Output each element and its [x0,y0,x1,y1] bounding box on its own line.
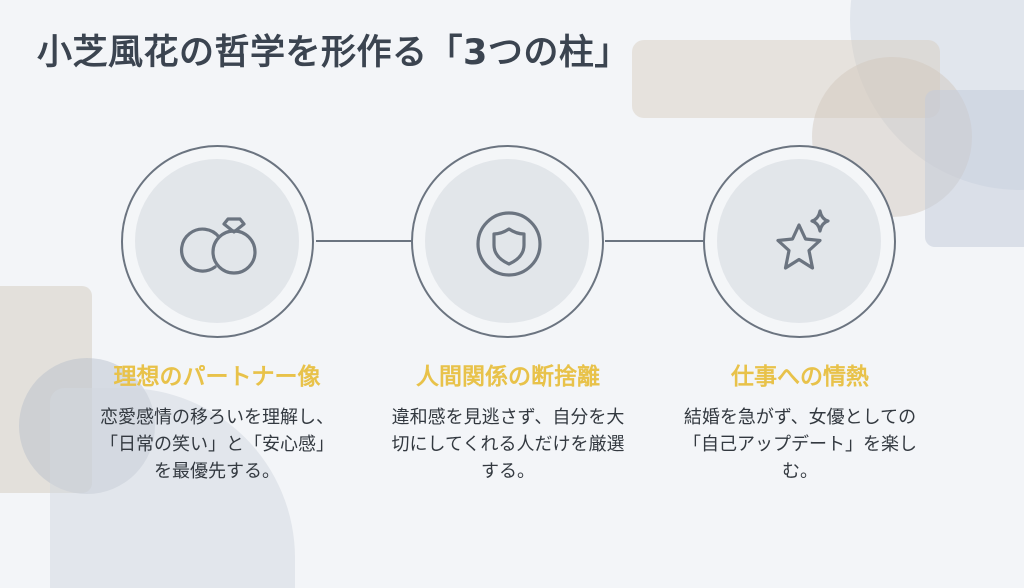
page-title: 小芝風花の哲学を形作る「3つの柱」 [37,33,630,73]
pillar-3-desc-line: 「自己アップデート」を楽し [683,434,917,455]
decorative-rect-beige [632,40,940,118]
pillar-2-text: 人間関係の断捨離 違和感を見逃さず、自分を大 切にしてくれる人だけを厳選 する。 [368,362,648,485]
pillar-2-desc-line: 切にしてくれる人だけを厳選 [391,434,625,455]
shield-icon [476,211,542,277]
pillar-2-description: 違和感を見逃さず、自分を大 切にしてくれる人だけを厳選 する。 [368,404,648,485]
pillar-3-heading: 仕事への情熱 [731,364,869,390]
star-sparkle-icon [776,209,830,270]
pillar-1-desc-line: 「日常の笑い」と「安心感」 [100,434,334,455]
wedding-rings-icon [179,217,257,275]
decorative-rect-blue [925,90,1024,247]
pillar-1-desc-line: を最優先する。 [154,461,280,482]
pillar-2-heading: 人間関係の断捨離 [416,364,600,390]
pillar-1-heading: 理想のパートナー像 [113,364,321,390]
pillar-1-desc-line: 恋愛感情の移ろいを理解し、 [100,407,334,428]
pillar-3-desc-line: む。 [782,461,818,482]
pillar-1-circle [121,145,314,338]
pillar-1-description: 恋愛感情の移ろいを理解し、 「日常の笑い」と「安心感」 を最優先する。 [77,404,357,485]
pillar-2-disc [425,159,589,323]
pillar-2-desc-line: する。 [481,461,535,482]
pillar-3-description: 結婚を急がず、女優としての 「自己アップデート」を楽し む。 [660,404,940,485]
connector-line-2-3 [605,240,704,242]
pillar-3-desc-line: 結婚を急がず、女優としての [683,407,917,428]
connector-line-1-2 [316,240,412,242]
pillar-3-text: 仕事への情熱 結婚を急がず、女優としての 「自己アップデート」を楽し む。 [660,362,940,485]
pillar-3-disc [717,159,881,323]
pillar-1-text: 理想のパートナー像 恋愛感情の移ろいを理解し、 「日常の笑い」と「安心感」 を最… [77,362,357,485]
pillar-3-circle [703,145,896,338]
pillar-2-circle [411,145,604,338]
pillar-2-desc-line: 違和感を見逃さず、自分を大 [391,407,625,428]
